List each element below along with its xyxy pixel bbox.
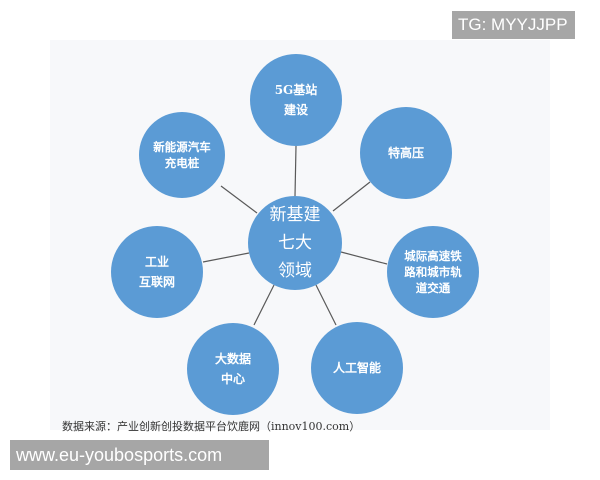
node-uhv-label: 特高压 — [387, 146, 424, 160]
node-ev[interactable] — [139, 112, 225, 198]
connector-iiot — [202, 252, 250, 263]
connector-5g — [294, 145, 297, 197]
watermark-url: www.eu-youbosports.com — [10, 440, 269, 470]
node-iiot[interactable] — [111, 226, 203, 318]
connector-rail — [340, 251, 388, 265]
node-ai[interactable] — [311, 322, 403, 414]
node-iiot-label: 工业 互联网 — [138, 255, 175, 289]
node-uhv[interactable] — [360, 107, 452, 199]
data-source-note: 数据来源：产业创新创投数据平台饮鹿网（innov100.com） — [62, 420, 361, 433]
node-5g-label: 5G基站 建设 — [274, 83, 318, 117]
node-ev-label: 新能源汽车 充电桩 — [153, 140, 211, 170]
connector-uhv — [332, 181, 371, 212]
watermark-tg: TG: MYYJJPP — [452, 11, 575, 39]
node-rail[interactable] — [387, 226, 479, 318]
connector-ev — [220, 185, 258, 214]
node-rail-label: 城际高速铁 路和城市轨 道交通 — [404, 249, 462, 295]
nodes — [111, 54, 479, 415]
node-5g[interactable] — [250, 54, 342, 146]
center-label: 新基建 七大 领域 — [269, 205, 321, 281]
connector-datacenter — [253, 284, 275, 326]
node-datacenter-label: 大数据 中心 — [214, 352, 251, 386]
connector-lines — [202, 145, 388, 326]
node-center[interactable] — [248, 196, 342, 290]
node-datacenter[interactable] — [187, 323, 279, 415]
connector-ai — [315, 284, 337, 326]
node-ai-label: 人工智能 — [332, 361, 381, 375]
